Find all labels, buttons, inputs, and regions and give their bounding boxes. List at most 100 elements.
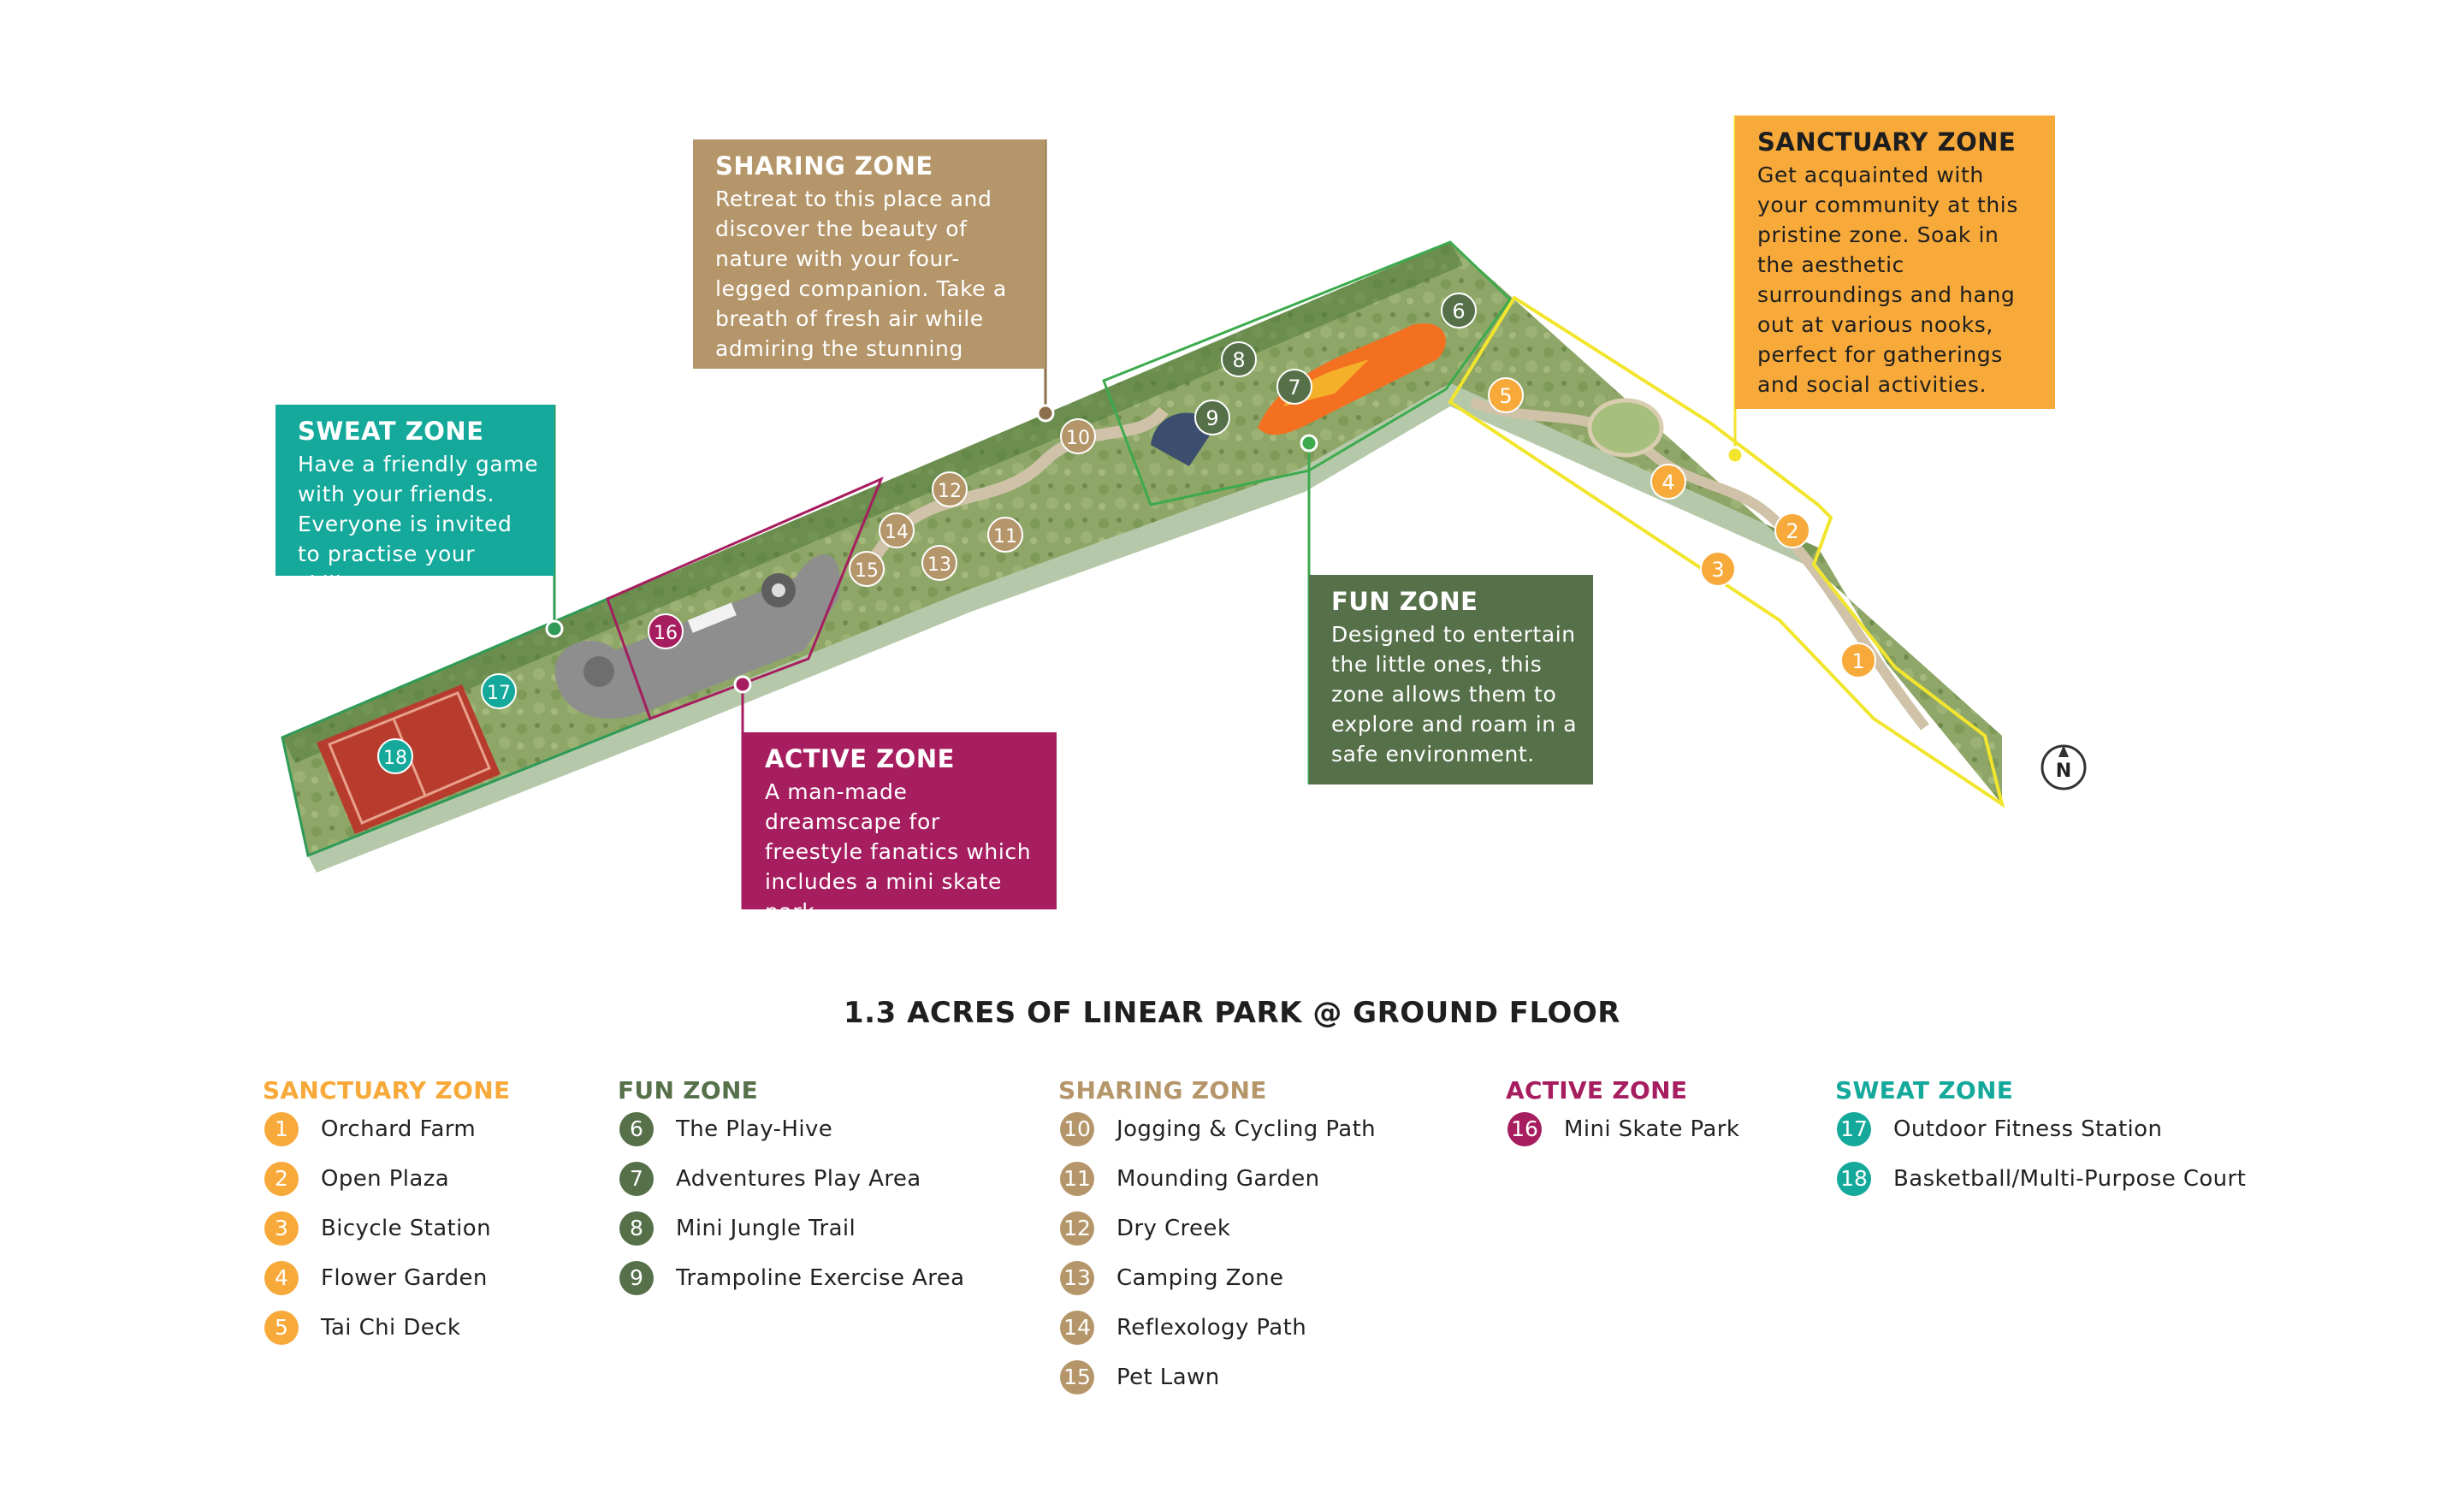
svg-text:17: 17 [487,683,511,704]
callout-active-text: A man-made dreamscape for freestyle fana… [765,779,1032,924]
active-zone-outline [606,477,884,720]
callout-active-zone: ACTIVE ZONE A man-made dreamscape for fr… [743,732,1057,924]
svg-text:15: 15 [855,560,879,582]
legend-label: Open Plaza [321,1166,450,1192]
map-marker-4[interactable]: 4 [1650,464,1686,500]
legend-sweat-title: SWEAT ZONE [1835,1076,2014,1104]
skate-park [554,554,840,719]
legend-label: Orchard Farm [321,1116,477,1142]
legend-fun-title: FUN ZONE [618,1076,759,1104]
map-marker-16[interactable]: 16 [648,613,684,649]
legend-item: 3 Bicycle Station [263,1211,510,1261]
legend-number: 6 [619,1112,654,1146]
page-title: 1.3 ACRES OF LINEAR PARK @ GROUND FLOOR [844,996,1620,1030]
legend-sanctuary-title: SANCTUARY ZONE [263,1076,511,1104]
map-marker-6[interactable]: 6 [1441,293,1477,329]
fun-zone-outline [1102,240,1512,506]
callout-sweat-zone: SWEAT ZONE Have a friendly game with you… [275,405,554,596]
sanctuary-path [1469,397,1929,731]
callout-active-title: ACTIVE ZONE [765,744,955,773]
park-map: 1 2 3 4 5 6 7 8 9 10 11 12 13 14 15 16 1… [281,115,2005,909]
svg-text:3: 3 [1711,558,1724,582]
svg-text:1: 1 [1851,649,1864,673]
legend-number: 10 [1060,1112,1094,1146]
legend-label: Flower Garden [321,1265,488,1291]
svg-text:4: 4 [1661,471,1674,494]
legend-label: Adventures Play Area [676,1166,921,1192]
legend-label: Mounding Garden [1116,1166,1320,1192]
legend-number: 17 [1837,1112,1871,1146]
legend-item: 7 Adventures Play Area [618,1162,921,1211]
map-marker-13[interactable]: 13 [921,545,957,581]
map-marker-2[interactable]: 2 [1774,512,1810,548]
callout-sanctuary-title: SANCTUARY ZONE [1757,127,2017,157]
legend-label: Trampoline Exercise Area [676,1265,965,1291]
legend-fun: FUN ZONE 6 The Play-Hive 7 Adventures Play… [618,1076,964,1311]
map-marker-17[interactable]: 17 [481,673,517,709]
callout-fun-title: FUN ZONE [1331,587,1478,616]
legend-number: 11 [1060,1162,1094,1196]
legend-sharing-title: SHARING ZONE [1058,1076,1267,1104]
legend-number: 16 [1507,1112,1542,1146]
map-marker-12[interactable]: 12 [932,471,968,507]
svg-text:9: 9 [1205,406,1218,430]
svg-text:N: N [2056,761,2071,782]
legend-label: Mini Skate Park [1564,1116,1740,1142]
legend-item: 4 Flower Garden [263,1261,510,1311]
callout-sharing-zone: SHARING ZONE Retreat to this place and d… [693,139,1045,391]
callout-sharing-title: SHARING ZONE [715,151,933,181]
svg-text:6: 6 [1452,299,1465,323]
callout-sweat-text: Have a friendly game with your friends. … [298,452,539,596]
flower-garden-lawn [1587,398,1664,458]
legend-active-title: ACTIVE ZONE [1506,1076,1688,1104]
compass-north-icon: N [2040,744,2087,790]
svg-text:16: 16 [654,623,678,644]
legend-item: 18 Basketball/Multi-Purpose Court [1835,1162,2246,1211]
legend-number: 18 [1837,1162,1871,1196]
legend-number: 13 [1060,1261,1094,1295]
legend-item: 6 The Play-Hive [618,1112,832,1162]
map-marker-9[interactable]: 9 [1194,400,1230,435]
legend-active: ACTIVE ZONE 16 Mini Skate Park [1506,1076,1739,1162]
legend-number: 1 [264,1112,299,1146]
map-marker-18[interactable]: 18 [377,738,413,774]
legend-label: The Play-Hive [676,1116,833,1142]
map-marker-15[interactable]: 15 [849,551,885,587]
legend-number: 4 [264,1261,299,1295]
legend-item: 11 Mounding Garden [1058,1162,1319,1211]
callout-sanctuary-text: Get acquainted with your community at th… [1757,163,2018,397]
legend-number: 5 [264,1311,299,1345]
legend-label: Camping Zone [1116,1265,1284,1291]
legend-label: Tai Chi Deck [321,1315,461,1341]
legend-label: Outdoor Fitness Station [1893,1116,2163,1142]
callout-sharing-text: Retreat to this place and discover the b… [715,186,1007,391]
legend-item: 5 Tai Chi Deck [263,1311,510,1360]
legend-number: 8 [619,1211,654,1246]
svg-text:2: 2 [1786,519,1798,543]
legend-number: 3 [264,1211,299,1246]
map-marker-7[interactable]: 7 [1276,369,1312,405]
legend-item: 17 Outdoor Fitness Station [1835,1112,2162,1162]
map-marker-8[interactable]: 8 [1221,341,1257,377]
map-marker-11[interactable]: 11 [987,517,1023,553]
legend-label: Reflexology Path [1116,1315,1307,1341]
legend-label: Basketball/Multi-Purpose Court [1893,1166,2247,1192]
legend-label: Bicycle Station [321,1216,491,1241]
map-marker-14[interactable]: 14 [879,512,915,548]
map-marker-3[interactable]: 3 [1700,551,1736,587]
svg-text:12: 12 [938,481,962,502]
map-marker-1[interactable]: 1 [1840,642,1876,678]
legend-item: 13 Camping Zone [1058,1261,1283,1311]
map-marker-10[interactable]: 10 [1060,418,1096,454]
map-marker-5[interactable]: 5 [1488,377,1524,413]
legend-number: 7 [619,1162,654,1196]
legend-sweat: SWEAT ZONE 17 Outdoor Fitness Station 18 B… [1835,1076,2246,1211]
